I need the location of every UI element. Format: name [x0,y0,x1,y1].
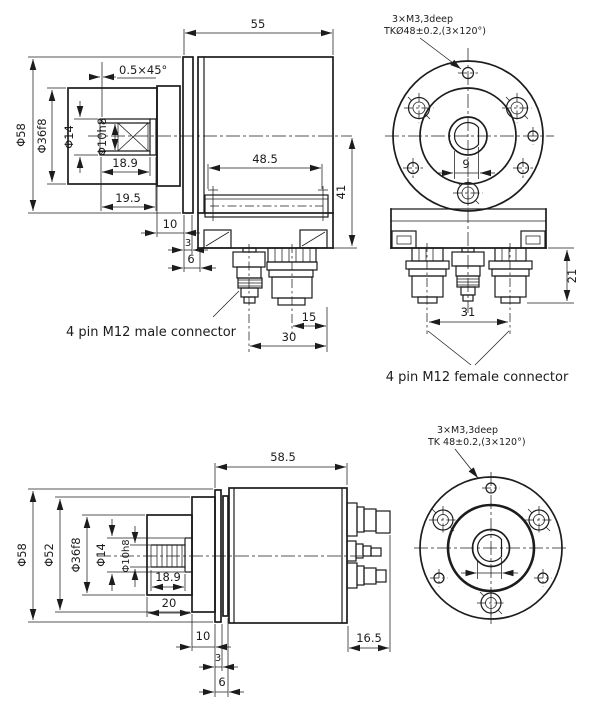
clamp-screws-2 [429,506,553,617]
dim-d58: Φ58 [14,123,28,147]
front-connectors [405,243,533,334]
dim-d10h8: Φ10h8 [95,118,109,156]
dim-d36f8: Φ36f8 [35,118,49,153]
m3-holes [403,66,539,178]
clamp-screws [404,93,532,208]
dim-18-9-2: 18.9 [155,570,181,584]
dim-d52: Φ52 [42,543,56,567]
dim-20: 20 [162,596,177,610]
dim-41: 41 [334,185,348,200]
dim-9: 9 [462,157,469,171]
dim-31: 31 [461,305,476,319]
m3-note2-line2: TK 48±0.2,(3×120°) [427,437,526,448]
shaft-sleeve-2 [471,528,511,568]
housing-outline-2 [419,476,563,620]
dim-15: 15 [302,310,317,324]
m3-note-line2: TKØ48±0.2,(3×120°) [383,26,486,37]
m3-note-line1: 3×M3,3deep [392,14,453,25]
d52-disc [191,496,216,613]
female-leader-right [474,330,510,366]
m3-note2-leader [454,448,479,479]
m12-female-connector-side [266,244,318,334]
clamp-band [204,186,329,221]
m3-note-leader [419,37,462,70]
main-body [197,56,334,214]
dim-3: 3 [185,238,191,249]
dim-10: 10 [163,217,178,231]
top-side-view: 55 0.5×45° Φ58 Φ36f8 Φ14 Φ10h8 18.9 19.5… [14,17,357,352]
dim-48-5: 48.5 [252,152,278,166]
shaft-bore-flat-2 [476,533,503,563]
boss-disc [156,85,181,187]
bottom-side-view: 58.5 Φ58 Φ52 Φ36f8 Φ14 Φ10h8 18.9 20 10 … [15,450,391,697]
female-leader-left [427,330,472,366]
bottom-front-view: 3×M3,3deep TK 48±0.2,(3×120°) [414,425,569,627]
dim-16-5: 16.5 [356,631,382,645]
dim-chamfer: 0.5×45° [119,63,167,77]
dim-58-5: 58.5 [270,450,296,464]
dim-3-2: 3 [215,653,221,664]
flange-plate [182,56,194,214]
dim-19-5: 19.5 [115,191,141,205]
shaft-bore-flat [453,121,480,151]
dim-10-2: 10 [196,629,211,643]
dim-d14: Φ14 [62,125,76,149]
axial-connectors [346,502,391,589]
shaft-sleeve [448,116,488,156]
female-connector-label: 4 pin M12 female connector [386,370,569,385]
male-connector-label: 4 pin M12 male connector [66,325,237,340]
dim-55: 55 [251,17,266,31]
dim-30: 30 [282,330,297,344]
male-connector-leader [212,290,240,318]
bottom-block [197,212,334,249]
dim-21: 21 [565,269,579,284]
m12-female-left [405,247,450,304]
flange-plate-2 [222,495,229,617]
m12-female-right [488,247,533,304]
m12-male-center [451,247,485,302]
dim-18-9: 18.9 [112,156,138,170]
m3-note2-line1: 3×M3,3deep [437,425,498,436]
m12-male-connector-side [232,244,266,352]
dim-d14-2: Φ14 [94,543,108,567]
housing-outline [392,60,544,212]
front-bottom-block [390,208,547,249]
spline-bore [150,537,193,573]
dim-6: 6 [187,252,194,266]
dim-d10h8-2: Φ10h8 [121,539,132,572]
top-front-view: 3×M3,3deep TKØ48±0.2,(3×120°) 9 [383,14,579,385]
dim-6-2: 6 [218,675,225,689]
main-body-2 [228,487,348,624]
dim-d58-2: Φ58 [15,543,29,567]
dim-d36f8-2: Φ36f8 [69,537,83,572]
m3-holes-2 [430,482,552,587]
